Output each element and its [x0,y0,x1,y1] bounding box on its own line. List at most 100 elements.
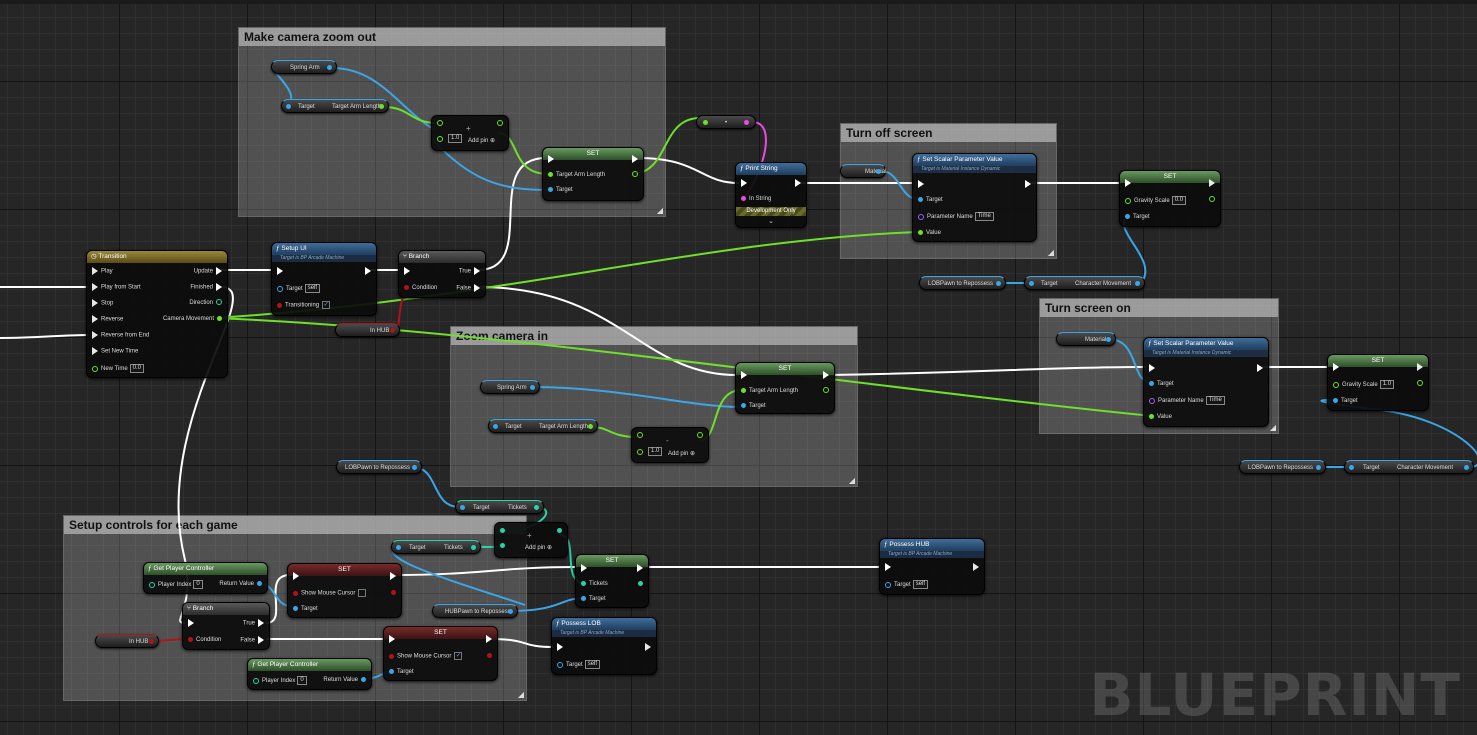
exec-in-pin[interactable] [290,572,302,580]
target-pin[interactable]: Target [1122,213,1150,221]
result-pin[interactable] [694,432,706,440]
exec-in-pin[interactable] [386,635,398,643]
pin-a[interactable] [634,432,646,440]
timeline-output-pin[interactable]: Update [194,267,225,275]
in-hub-get-node[interactable]: In HUB [335,323,400,337]
return-value-pin[interactable]: Return Value [219,580,265,588]
resize-grip-icon[interactable]: ◢ [1269,423,1276,432]
add-float-node[interactable]: 1.0 + Add pin ⊕ [431,115,509,151]
float-pin-icon[interactable] [637,432,643,439]
node-title[interactable]: ƒ Set Scalar Parameter Value [913,154,1036,166]
target-pin[interactable]: Target [386,668,414,676]
exec-in-icon[interactable] [557,643,563,651]
float-pin-icon[interactable] [1149,413,1154,419]
exec-in-icon[interactable] [1149,364,1155,372]
setup-ui-node[interactable]: ƒ Setup UI Target is BP Arcade Machine T… [271,242,377,316]
output-pin[interactable] [820,387,832,395]
show-mouse-cursor-checkbox[interactable] [358,589,367,597]
pin-a[interactable] [434,120,446,128]
object-pin-icon[interactable] [530,385,535,390]
in-string-pin[interactable]: In String [738,195,771,203]
node-title[interactable]: ƒ Possess HUB [880,539,984,551]
float-pin-icon[interactable] [823,387,829,394]
exec-in-icon[interactable] [92,267,98,275]
float-pin-icon[interactable] [437,120,443,127]
timeline-output-pin[interactable]: Finished [190,283,225,291]
set-scalar-parameter-node[interactable]: ƒ Set Scalar Parameter Value Target is M… [1143,337,1269,427]
true-pin[interactable]: True [243,619,267,627]
timeline-output-pin[interactable]: Direction [189,299,225,307]
object-pin-icon[interactable] [741,402,746,408]
resize-grip-icon[interactable]: ◢ [656,206,663,215]
exec-in-icon[interactable] [581,564,587,572]
target-arm-length-get-node[interactable]: Target Target Arm Length [488,419,598,433]
timeline-input-pin[interactable]: Play [89,267,113,275]
exec-out-icon[interactable] [1025,180,1031,188]
float-pin-icon[interactable] [1125,197,1131,204]
value-box[interactable]: 0.0 [129,364,145,373]
target-pin[interactable]: Target [1330,397,1358,405]
value-pin[interactable]: Value [915,229,941,237]
node-title[interactable]: SET [288,564,401,576]
float-pin-icon[interactable] [437,135,443,142]
exec-out-pin[interactable] [970,563,982,571]
exec-in-pin[interactable] [274,267,286,275]
float-pin-icon[interactable] [918,229,923,235]
show-mouse-cursor-pin[interactable]: Show Mouse Cursor✓ [386,652,463,660]
exec-in-pin[interactable] [545,155,557,163]
int-pin-icon[interactable] [500,542,505,548]
exec-in-pin[interactable] [185,619,197,627]
object-pin-icon[interactable] [389,668,394,674]
comment-title[interactable]: Make camera zoom out [239,28,665,46]
set-scalar-parameter-node[interactable]: ƒ Set Scalar Parameter Value Target is M… [912,153,1037,242]
exec-in-pin[interactable] [738,179,750,187]
node-title[interactable]: ƒ Print String [736,163,806,175]
transitioning-pin[interactable]: Transitioning✓ [274,301,331,309]
name-pin-icon[interactable] [1149,397,1155,404]
bool-pin-icon[interactable] [487,652,492,658]
exec-out-icon[interactable] [795,179,801,187]
target-arm-length-pin[interactable]: Target Arm Length [545,171,605,179]
object-pin-icon[interactable] [581,595,586,601]
exec-in-pin[interactable] [578,564,590,572]
enum-pin-icon[interactable] [216,299,222,306]
int-pin-icon[interactable] [471,545,476,550]
object-pin-icon[interactable] [885,581,891,588]
exec-out-pin[interactable] [1206,179,1218,187]
comment-title[interactable]: Turn screen on [1040,299,1278,317]
object-pin-icon[interactable] [460,505,465,510]
pin-b[interactable]: 1.0 [634,447,663,456]
exec-out-pin[interactable] [634,564,646,572]
timeline-output-pin[interactable]: Camera Movement [163,315,225,323]
object-pin-icon[interactable] [548,186,553,192]
reroute-node[interactable]: • [696,115,756,129]
show-mouse-cursor-pin[interactable]: Show Mouse Cursor [290,589,367,597]
print-string-node[interactable]: ƒ Print String In String Development Onl… [735,162,807,228]
exec-in-icon[interactable] [389,635,395,643]
target-pin[interactable]: Target [1146,380,1174,388]
object-pin-icon[interactable] [412,465,417,470]
spring-arm-get-node[interactable]: Spring Arm [480,380,540,394]
exec-in-icon[interactable] [92,331,98,339]
exec-out-icon[interactable] [632,155,638,163]
exec-out-icon[interactable] [823,371,829,379]
bool-pin-icon[interactable] [149,639,154,644]
target-pin[interactable]: Target [738,402,766,410]
exec-out-icon[interactable] [474,284,480,292]
value-box[interactable]: 1.0 [1379,380,1395,389]
object-pin-icon[interactable] [1464,465,1469,470]
expand-chevron-icon[interactable]: ⌄ [768,218,774,225]
object-pin-icon[interactable] [361,676,366,682]
int-pin-icon[interactable] [534,505,539,510]
exec-out-pin[interactable] [483,635,495,643]
false-pin[interactable]: False [456,284,483,292]
exec-in-icon[interactable] [92,315,98,323]
name-pin-icon[interactable] [918,213,924,220]
possess-lob-node[interactable]: ƒ Possess LOB Target is BP Arcade Machin… [551,617,657,675]
lob-pawn-get-node[interactable]: LOBPawn to Repossess [1239,460,1326,474]
parameter-name-field[interactable]: Time [974,212,994,221]
